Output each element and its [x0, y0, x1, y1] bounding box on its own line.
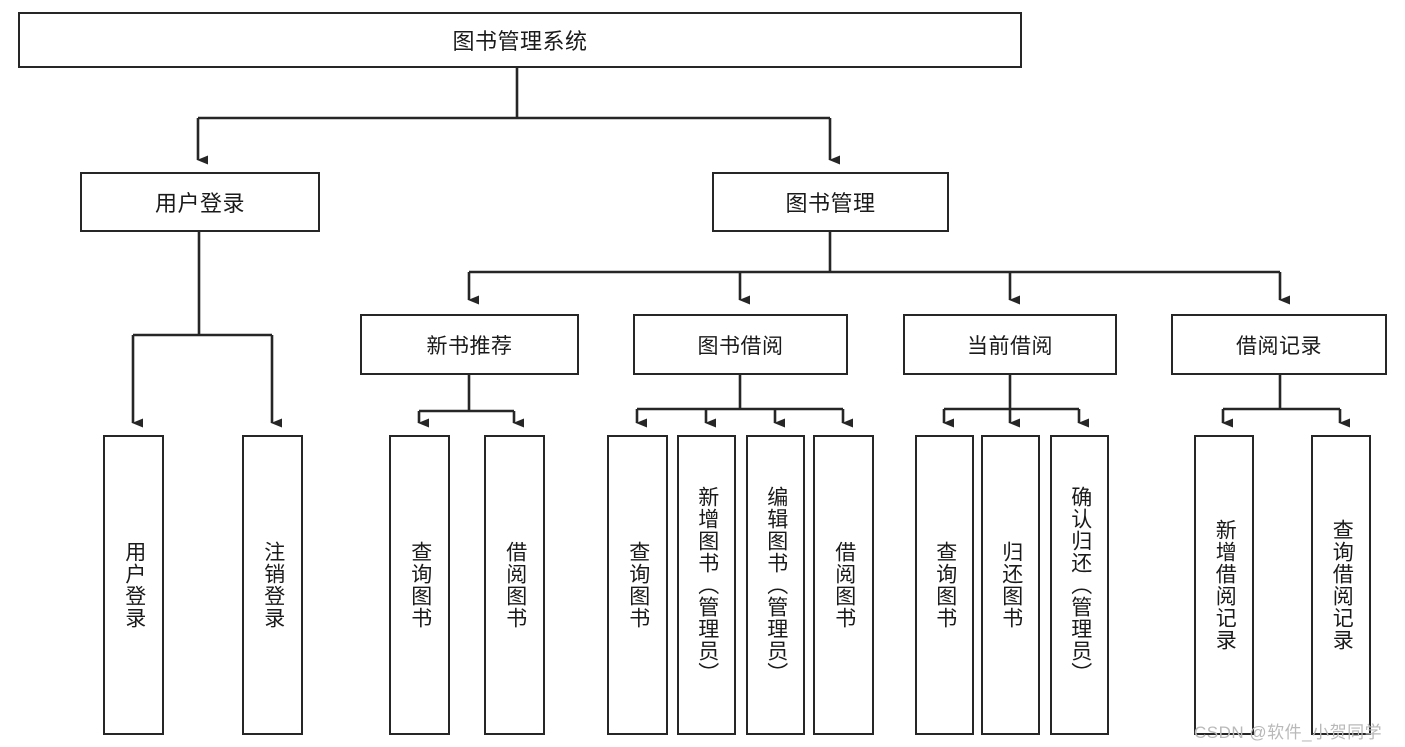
node-book-management[interactable]: 图书管理 [712, 172, 949, 232]
leaf-edit-book-admin[interactable]: 编辑图书（管理员） [746, 435, 805, 735]
leaf-return-book[interactable]: 归还图书 [981, 435, 1040, 735]
leaf-confirm-return-admin[interactable]: 确认归还（管理员） [1050, 435, 1109, 735]
node-user-login[interactable]: 用户登录 [80, 172, 320, 232]
leaf-query-borrow-record[interactable]: 查询借阅记录 [1311, 435, 1371, 735]
leaf-borrow-book[interactable]: 借阅图书 [813, 435, 874, 735]
leaf-query-book-recommend[interactable]: 查询图书 [389, 435, 450, 735]
leaf-add-book-admin[interactable]: 新增图书（管理员） [677, 435, 736, 735]
node-borrow-record[interactable]: 借阅记录 [1171, 314, 1387, 375]
node-new-book-recommend[interactable]: 新书推荐 [360, 314, 579, 375]
node-root[interactable]: 图书管理系统 [18, 12, 1022, 68]
leaf-query-book-current[interactable]: 查询图书 [915, 435, 974, 735]
node-current-borrow[interactable]: 当前借阅 [903, 314, 1117, 375]
leaf-logout[interactable]: 注销登录 [242, 435, 303, 735]
node-book-borrow[interactable]: 图书借阅 [633, 314, 848, 375]
leaf-query-book-borrow[interactable]: 查询图书 [607, 435, 668, 735]
leaf-user-login[interactable]: 用户登录 [103, 435, 164, 735]
csdn-watermark: CSDN @软件_小贺同学 [1194, 723, 1383, 742]
leaf-add-borrow-record[interactable]: 新增借阅记录 [1194, 435, 1254, 735]
leaf-borrow-book-recommend[interactable]: 借阅图书 [484, 435, 545, 735]
